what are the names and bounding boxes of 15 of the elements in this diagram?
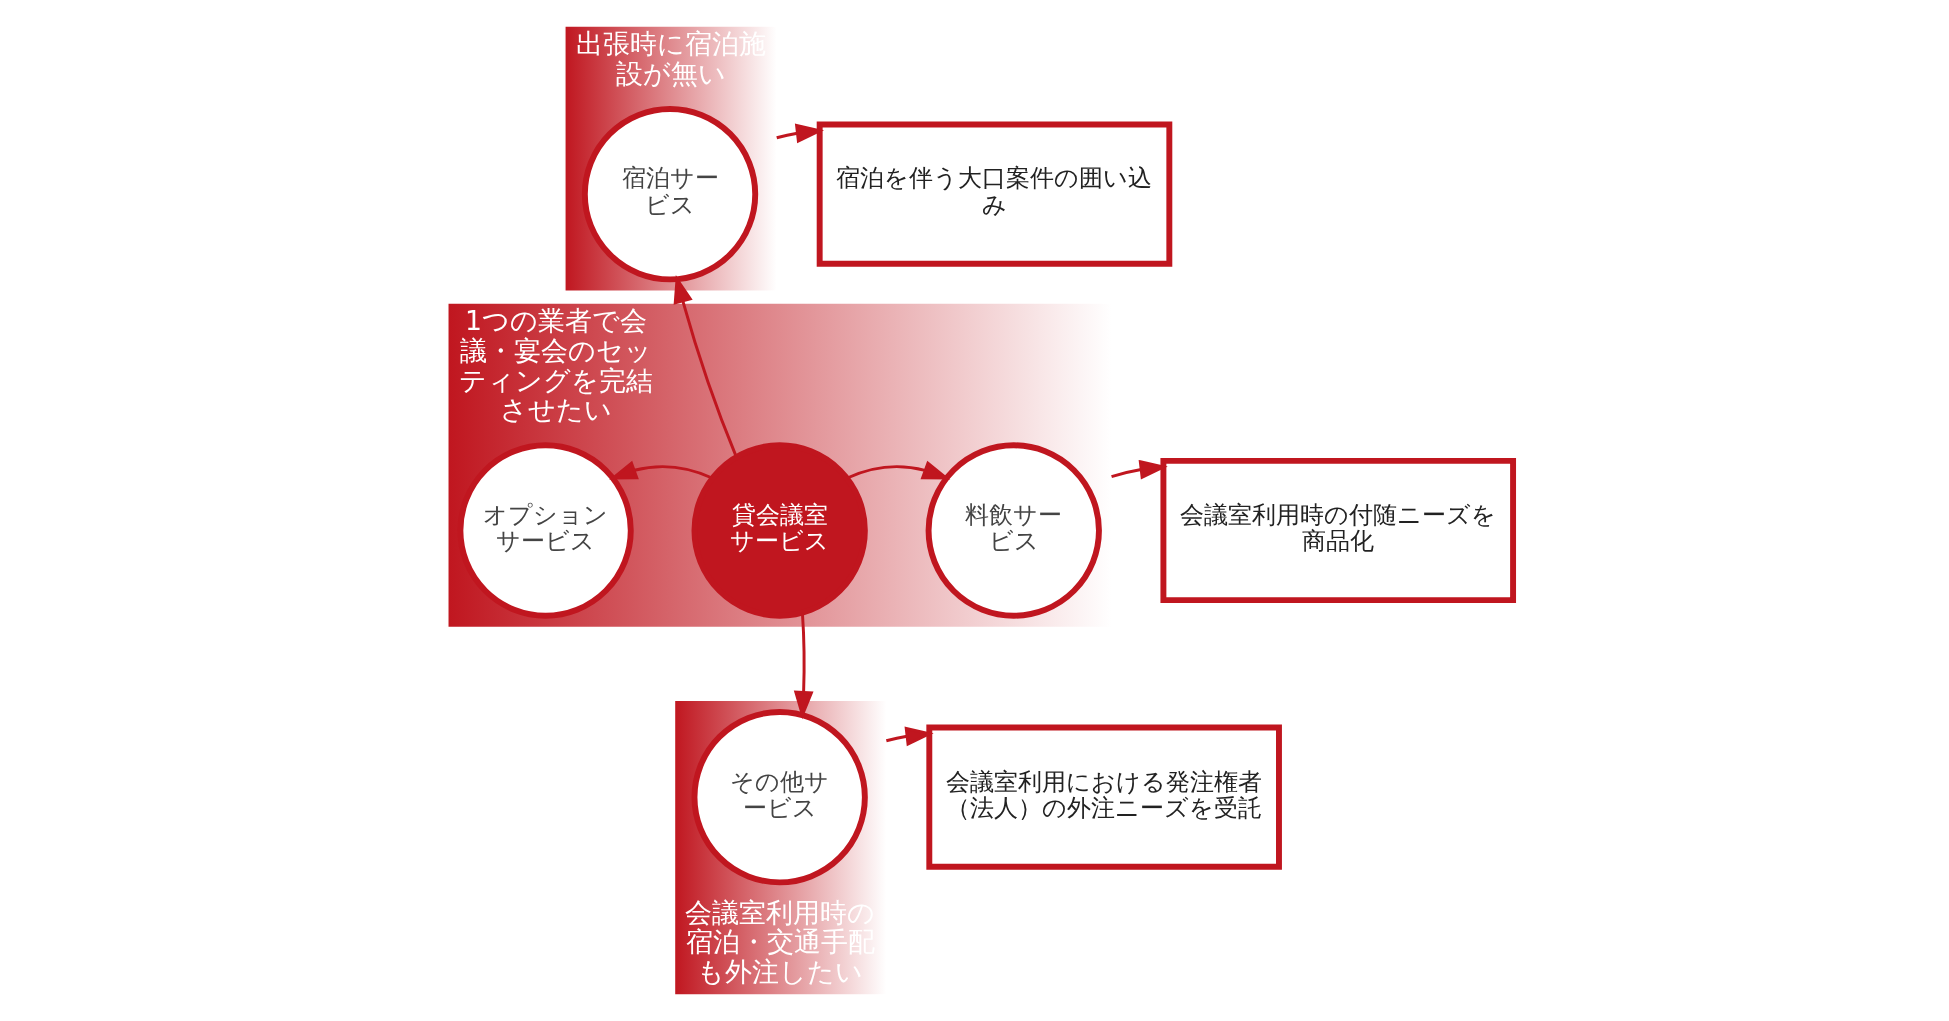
node-circle: 料飲サービス <box>925 442 1102 619</box>
arrow <box>846 460 951 480</box>
node-box: 宿泊を伴う大口案件の囲い込み <box>816 121 1173 267</box>
node-box: 会議室利用における発注権者（法人）の外注ニーズを受託 <box>926 724 1282 870</box>
arrow <box>793 613 814 720</box>
node-circle: 貸会議室サービス <box>691 442 868 619</box>
arrow <box>1111 459 1168 480</box>
arrow <box>885 726 934 747</box>
arrow <box>609 460 713 480</box>
node-circle: その他サービス <box>691 709 868 886</box>
arrow <box>673 275 738 458</box>
node-circle: 宿泊サービス <box>581 106 759 283</box>
arrow <box>776 123 824 144</box>
node-circle: オプションサービス <box>457 442 634 619</box>
node-box: 会議室利用時の付随ニーズを商品化 <box>1160 457 1517 604</box>
